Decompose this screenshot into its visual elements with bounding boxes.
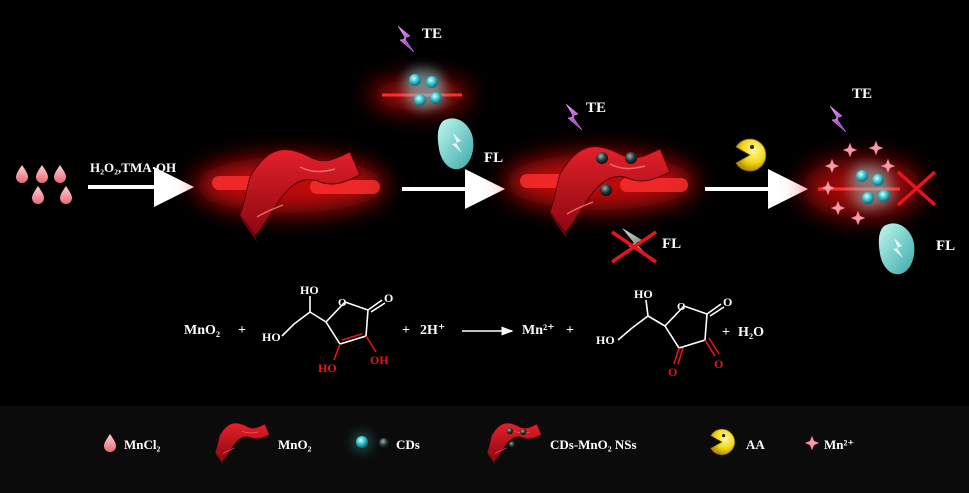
legend-nss-icon [486,422,542,466]
fl-bolt-icon-3 [878,223,915,275]
free-cds-group [370,25,474,170]
dhaa-carbonyl-o: O [723,295,732,309]
reaction-equation: MnO₂ + HO HO O O HO OH [184,283,764,379]
product-mn2: Mn²⁺ [522,323,555,338]
legend-cd-dark-icon [379,438,389,448]
legend-mncl2-label: MnCl₂ [124,437,161,452]
product-h2o: H₂O [738,325,764,340]
dhaa-o-red-2: O [714,357,723,371]
legend: MnCl₂ MnO₂ CDs CDs-MnO₂ NSs AA Mn²⁺ [104,422,854,466]
legend-panel [0,406,969,493]
te-label-1: TE [422,26,442,42]
mncl2-drops [16,165,72,204]
te-bolt-icon-2 [565,103,583,131]
legend-aa-label: AA [746,437,765,452]
te-label-3: TE [852,86,872,102]
aa-pacman-icon [735,138,767,172]
aa-ring-o: O [338,297,347,309]
legend-mno2-label: MnO₂ [278,437,312,452]
aa-oh-red: OH [370,353,389,367]
plus-2: + [402,323,410,338]
legend-mn2-label: Mn²⁺ [824,437,854,452]
released-cds-group [802,105,937,275]
plus-3: + [566,323,574,338]
dhaa-ring-o: O [677,301,686,313]
aa-ho-left: HO [262,330,281,344]
legend-nss-label: CDs-MnO₂ NSs [550,437,637,452]
quenched-fl [611,228,657,264]
dhaa-ho-left: HO [596,333,615,347]
reactant-mno2: MnO₂ [184,323,220,338]
step1-condition-label: H₂O₂,TMA·OH [90,160,176,175]
cds-mno2-nanosheet [505,103,695,240]
ascorbic-acid-structure: HO HO O O HO OH [262,283,393,375]
te-label-2: TE [586,100,606,116]
aa-ho-top: HO [300,283,319,297]
proton: 2H⁺ [420,323,445,338]
fl-label-2: FL [662,236,681,252]
mno2-nanosheet-1 [195,148,385,243]
plus-1: + [238,323,246,338]
dhaa-ho-top: HO [634,287,653,301]
fl-label-1: FL [484,150,503,166]
legend-cd-cyan-icon [353,433,371,451]
te-bolt-icon-3 [829,105,847,133]
aa-ho-red: HO [318,361,337,375]
plus-4: + [722,325,730,340]
dehydroascorbic-acid-structure: HO HO O O O O [596,287,732,379]
fl-label-3: FL [936,238,955,254]
legend-cds-label: CDs [396,437,420,452]
aa-carbonyl-o: O [384,291,393,305]
dhaa-o-red-1: O [668,365,677,379]
te-bolt-icon-1 [397,25,415,53]
fl-bolt-icon-1 [437,118,474,170]
